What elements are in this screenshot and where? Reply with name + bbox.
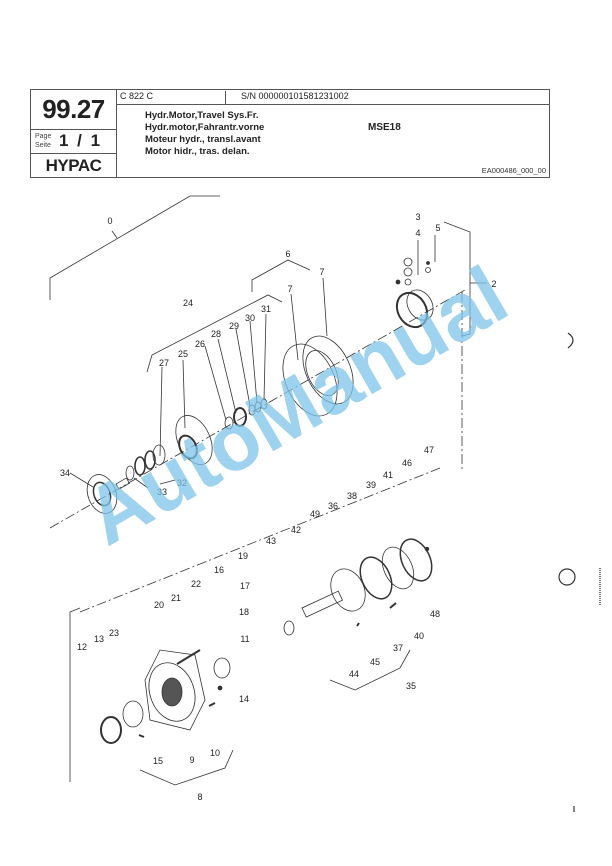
part-label-46: 46 — [402, 458, 412, 468]
bracket-2 — [443, 221, 471, 337]
part-label-15: 15 — [153, 756, 163, 766]
part-label-19: 19 — [238, 551, 248, 561]
part-label-12: 12 — [77, 642, 87, 652]
part-label-7b: 7 — [319, 267, 324, 277]
margin-mark-circle — [558, 568, 576, 586]
page-label: Page Seite — [35, 132, 51, 150]
part-label-24: 24 — [183, 298, 193, 308]
part-label-30: 30 — [245, 313, 255, 323]
page-label-en: Page — [35, 133, 52, 140]
brand-name: HYPAC — [45, 155, 102, 175]
model-number: C 822 C — [120, 91, 226, 104]
part-label-21: 21 — [171, 593, 181, 603]
description-fr: Moteur hydr., transl.avant — [145, 134, 261, 145]
part-label-31: 31 — [261, 304, 271, 314]
part-label-18: 18 — [239, 607, 249, 617]
bracket-24 — [146, 294, 283, 373]
part-label-41: 41 — [383, 470, 393, 480]
model-serial-row: C 822 C S/N 000000101581231002 — [117, 90, 549, 105]
title-block-left: 99.27 Page Seite 1 / 1 HYPAC — [31, 90, 117, 177]
part-label-49: 49 — [310, 509, 320, 519]
part-label-6: 6 — [285, 249, 290, 259]
part-label-5: 5 — [435, 223, 440, 233]
part-label-2: 2 — [491, 279, 496, 289]
part-label-43: 43 — [266, 536, 276, 546]
bracket-8 — [139, 749, 234, 786]
bracket-6 — [251, 259, 311, 292]
page-label-de: Seite — [35, 142, 51, 149]
part-label-3: 3 — [415, 212, 420, 222]
page-box: Page Seite 1 / 1 — [31, 130, 116, 154]
description-en: Hydr.Motor,Travel Sys.Fr. — [145, 110, 259, 121]
part-label-34: 34 — [60, 468, 70, 478]
drawing-reference: EA000486_000_00 — [481, 166, 546, 175]
part-label-35: 35 — [406, 681, 416, 691]
part-label-45: 45 — [370, 657, 380, 667]
part-label-48: 48 — [430, 609, 440, 619]
group-code: 99.27 — [31, 90, 116, 130]
part-label-42: 42 — [291, 525, 301, 535]
description-block: Hydr.Motor,Travel Sys.Fr. Hydr.motor,Fah… — [145, 110, 264, 158]
bracket-8-left — [69, 607, 81, 782]
part-label-8: 8 — [197, 792, 202, 802]
part-label-7a: 7 — [287, 284, 292, 294]
part-label-0: 0 — [107, 216, 112, 226]
part-label-27: 27 — [159, 358, 169, 368]
margin-mark-arc — [567, 332, 574, 349]
part-label-17: 17 — [240, 581, 250, 591]
part-label-39: 39 — [366, 480, 376, 490]
page-number: 1 / 1 — [59, 131, 103, 150]
part-label-11: 11 — [240, 634, 249, 644]
part-label-38: 38 — [347, 491, 357, 501]
part-label-29: 29 — [229, 321, 239, 331]
part-label-4: 4 — [415, 228, 420, 238]
serial-number: S/N 000000101581231002 — [241, 91, 349, 101]
part-label-23: 23 — [109, 628, 119, 638]
part-label-33: 33 — [157, 487, 167, 497]
description-es: Motor hidr., tras. delan. — [145, 146, 250, 157]
part-label-26: 26 — [195, 339, 205, 349]
part-label-47: 47 — [424, 445, 434, 455]
part-label-9: 9 — [189, 755, 194, 765]
part-label-10: 10 — [210, 748, 220, 758]
description-de: Hydr.motor,Fahrantr.vorne — [145, 122, 265, 133]
bracket-35 — [329, 649, 411, 691]
part-label-16: 16 — [214, 565, 224, 575]
part-label-40: 40 — [414, 631, 424, 641]
part-label-44: 44 — [349, 669, 359, 679]
part-label-14: 14 — [239, 694, 249, 704]
part-label-20: 20 — [154, 600, 164, 610]
part-label-25: 25 — [178, 349, 188, 359]
title-block: 99.27 Page Seite 1 / 1 HYPAC C 822 C S/N… — [30, 89, 550, 178]
part-label-37: 37 — [393, 643, 403, 653]
part-label-36: 36 — [328, 501, 338, 511]
part-label-32: 32 — [177, 478, 187, 488]
part-label-28: 28 — [211, 329, 221, 339]
bracket-0 — [49, 195, 220, 300]
part-label-22: 22 — [191, 579, 201, 589]
part-label-13: 13 — [94, 634, 104, 644]
subassembly-code: MSE18 — [368, 122, 401, 133]
